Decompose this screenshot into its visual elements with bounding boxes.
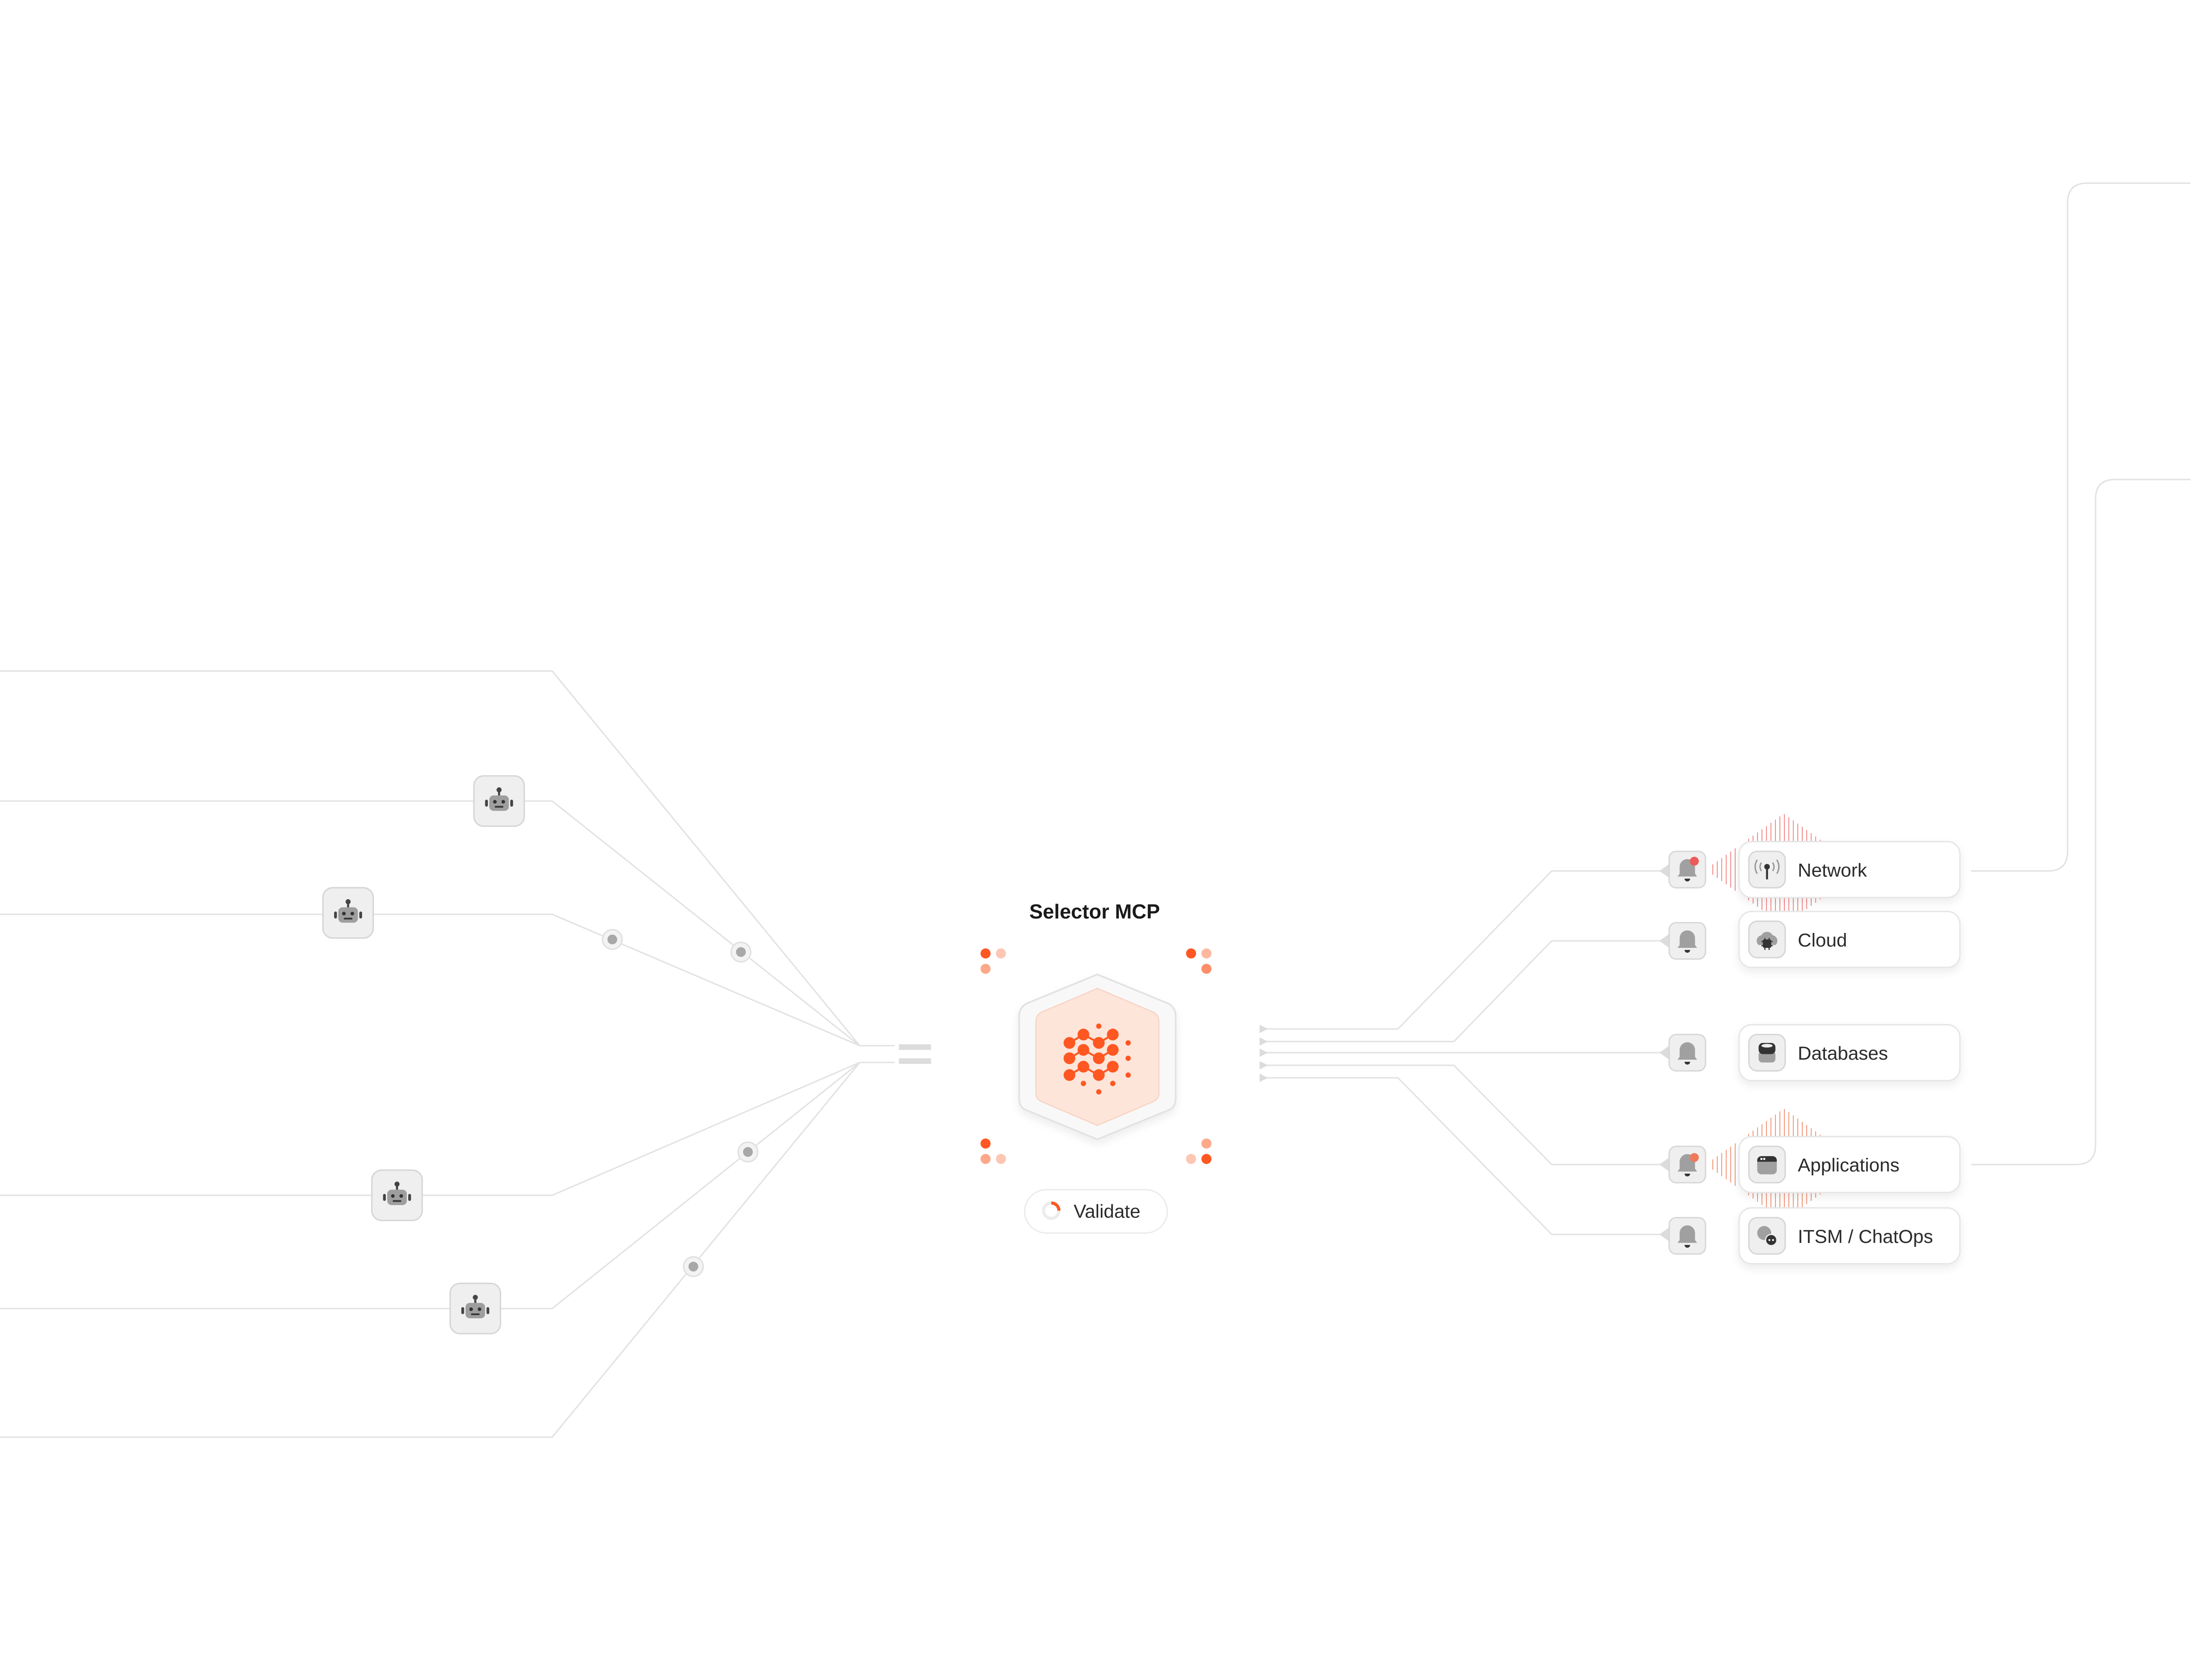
target-itsm-chatops[interactable]: ITSM / ChatOps: [1739, 1208, 1960, 1264]
spinner-icon: [1042, 1201, 1061, 1220]
validate-button[interactable]: Validate: [1024, 1189, 1168, 1234]
robot-icon: [474, 776, 524, 826]
bell-icon: [1668, 851, 1706, 889]
mcp-diagram: Selector MCP Validate: [0, 182, 2191, 1438]
alert-dot: [1690, 1153, 1699, 1162]
cloud-chip-icon: [1756, 932, 1778, 950]
target-connections: [1260, 182, 2191, 1242]
merge-connector-icon: [899, 1044, 931, 1064]
target-label: Applications: [1798, 1155, 1900, 1176]
agent-robot-4[interactable]: [450, 1283, 501, 1334]
target-label: Network: [1798, 860, 1867, 881]
target-label: Cloud: [1798, 930, 1847, 951]
agent-robot-2[interactable]: [323, 888, 374, 938]
chat-icon: [1757, 1226, 1778, 1246]
target-network[interactable]: Network: [1739, 842, 1960, 898]
bell-icon: [1668, 1217, 1706, 1255]
robot-icon: [450, 1283, 501, 1334]
target-label: Databases: [1798, 1043, 1888, 1064]
robot-icon: [372, 1170, 422, 1221]
database-icon: [1758, 1043, 1776, 1063]
alert-pulse: [1712, 1109, 1821, 1220]
agent-connections: [0, 670, 895, 1438]
target-cloud[interactable]: Cloud: [1739, 911, 1960, 968]
agent-robot-1[interactable]: [474, 776, 524, 826]
target-label: ITSM / ChatOps: [1798, 1226, 1933, 1247]
alert-dot: [1690, 857, 1699, 866]
hub-title: Selector MCP: [1029, 900, 1160, 923]
relay-node: [601, 929, 758, 1277]
bell-icon: [1668, 922, 1706, 960]
agent-robot-3[interactable]: [372, 1170, 422, 1221]
antenna-icon: [1754, 859, 1780, 879]
alert-bell-itsm[interactable]: [1668, 1217, 1706, 1255]
target-applications[interactable]: Applications: [1739, 1136, 1960, 1192]
bell-icon: [1668, 1146, 1706, 1184]
selector-logo-icon: [1064, 1023, 1131, 1095]
corner-dots: [980, 948, 1212, 1164]
bell-icon: [1668, 1034, 1706, 1072]
alert-bell-applications[interactable]: [1668, 1146, 1706, 1184]
target-databases[interactable]: Databases: [1739, 1025, 1960, 1081]
validate-label: Validate: [1074, 1201, 1140, 1222]
alert-bell-network[interactable]: [1668, 851, 1706, 889]
robot-icon: [323, 888, 374, 938]
app-window-icon: [1757, 1156, 1777, 1175]
alert-bell-cloud[interactable]: [1668, 922, 1706, 960]
alert-bell-databases[interactable]: [1668, 1034, 1706, 1072]
